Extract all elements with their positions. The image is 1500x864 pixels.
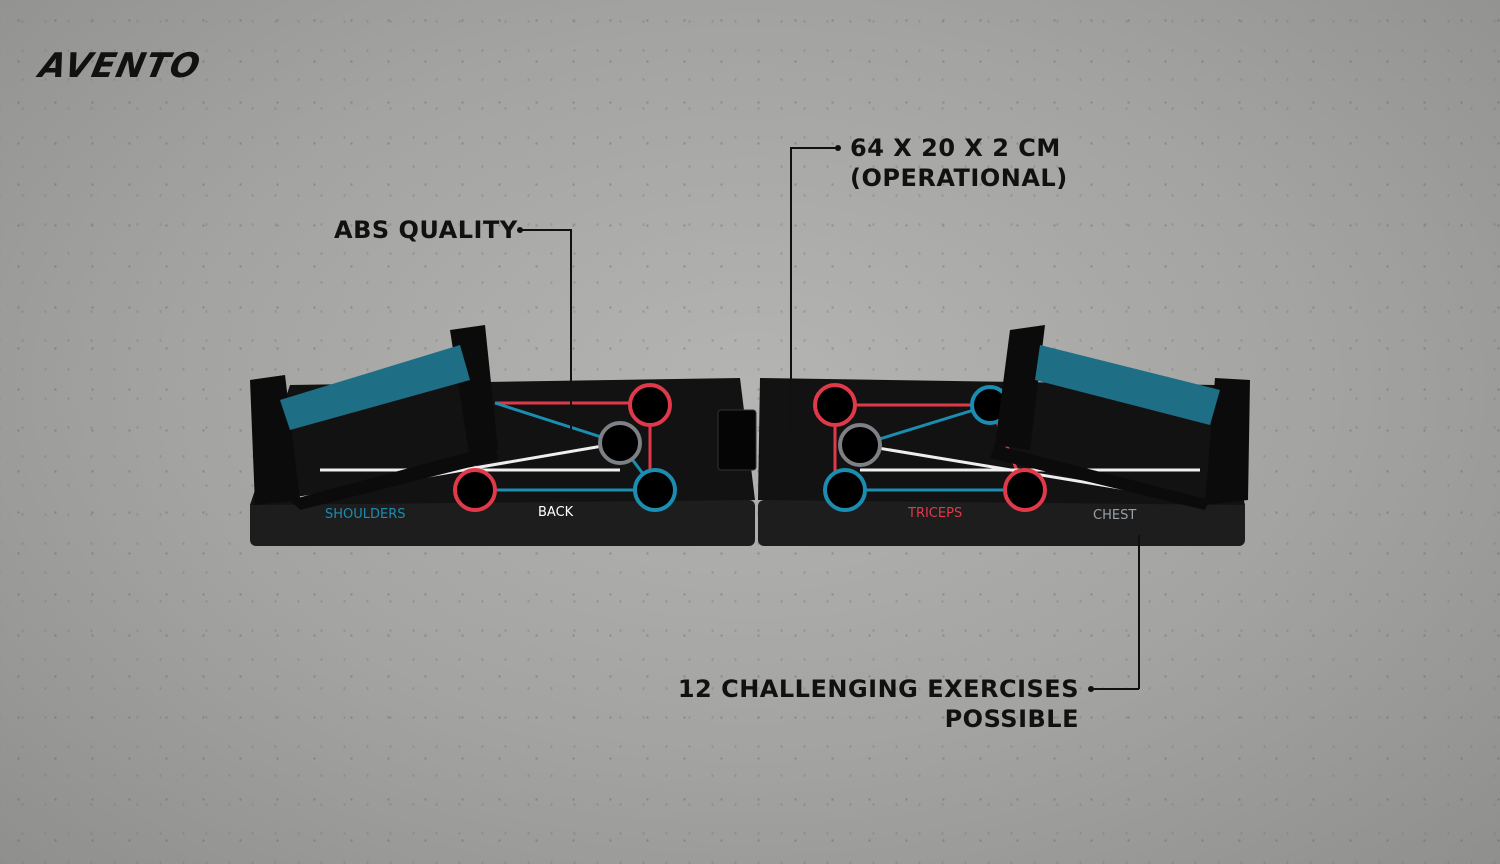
exercises-text-2: POSSIBLE [944, 705, 1079, 733]
callout-line [520, 229, 571, 231]
callout-line [1138, 535, 1140, 689]
label-triceps: TRICEPS [907, 506, 962, 521]
callout-line [570, 229, 572, 445]
callout-line [790, 147, 838, 149]
hole-red [1003, 468, 1047, 512]
callout-dimensions: 64 X 20 X 2 CM (OPERATIONAL) [850, 133, 1068, 193]
exercises-text: 12 CHALLENGING EXERCISES [677, 675, 1079, 703]
hole-red [453, 468, 497, 512]
left-handle [250, 325, 498, 510]
label-back: BACK [538, 505, 574, 520]
hole-red [813, 383, 857, 427]
callout-abs-quality: ABS QUALITY [334, 216, 518, 244]
board-right-base [758, 500, 1245, 546]
callout-dot [835, 145, 841, 151]
dimensions-text: 64 X 20 X 2 CM [850, 134, 1061, 162]
right-handle [990, 325, 1250, 510]
callout-line [1090, 688, 1139, 690]
label-shoulders: SHOULDERS [325, 507, 406, 522]
board-left-base [250, 500, 755, 546]
label-chest: CHEST [1093, 508, 1136, 523]
callout-line [790, 147, 792, 432]
hole-gray [598, 421, 642, 465]
callout-exercises: 12 CHALLENGING EXERCISES POSSIBLE [678, 674, 1079, 734]
carry-handle [717, 409, 757, 471]
dimensions-note: (OPERATIONAL) [850, 164, 1068, 192]
hole-red [628, 383, 672, 427]
hole-blue [633, 468, 677, 512]
hole-gray [838, 423, 882, 467]
hole-blue [823, 468, 867, 512]
